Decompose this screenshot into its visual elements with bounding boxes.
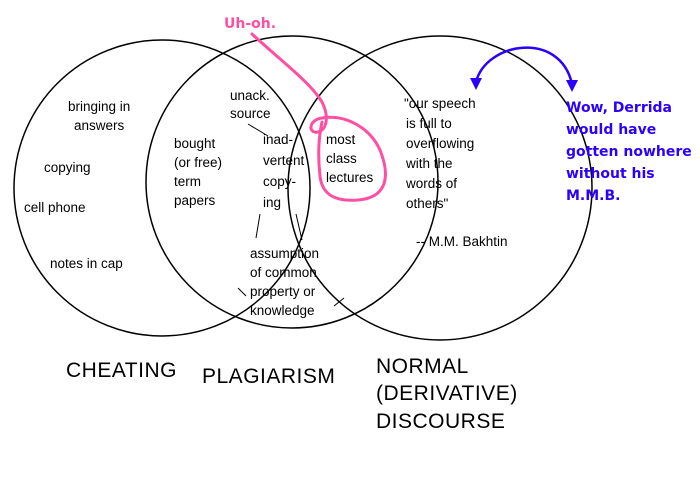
cheating-item-bringing-answers: bringing in answers [68, 99, 134, 133]
overlap-most-class-lectures: most class lectures [326, 132, 374, 185]
pointer-line [295, 213, 303, 241]
plagiarism-circle [145, 35, 439, 329]
bakhtin-attribution: -- M.M. Bakhtin [416, 234, 508, 249]
derrida-annotation: Wow, Derrida would have gotten nowhere w… [566, 100, 697, 204]
pointer-line [333, 297, 345, 307]
plagiarism-item-term-papers: bought (or free) term papers [174, 136, 226, 208]
pointer-line [255, 213, 261, 239]
pointer-line [247, 123, 269, 137]
cheating-item-notes-in-cap: notes in cap [50, 256, 123, 271]
plagiarism-title: PLAGIARISM [202, 365, 335, 388]
uh-oh-annotation: Uh-oh. [224, 16, 276, 32]
cheating-title: CHEATING [66, 359, 177, 382]
blue-arrow-curve [474, 46, 574, 85]
plagiarism-item-inadvertent-copying: inad- vertent copy- ing [263, 132, 308, 210]
overlap-unack-source: unack. source [230, 88, 274, 121]
cheating-circle [13, 39, 311, 337]
discourse-circle [287, 35, 593, 341]
cheating-item-copying: copying [44, 160, 91, 175]
cheating-item-cell-phone: cell phone [24, 200, 86, 215]
pink-annotation-stroke [250, 32, 387, 202]
overlap-common-knowledge: assumption of common property or knowled… [250, 246, 323, 318]
discourse-title: NORMAL (DERIVATIVE) DISCOURSE [376, 355, 524, 433]
blue-arrowhead-right [566, 80, 578, 92]
blue-arrowhead-left [470, 78, 482, 90]
bakhtin-quote: "our speech is full to overflowing with … [404, 96, 479, 211]
pointer-line [237, 287, 247, 297]
